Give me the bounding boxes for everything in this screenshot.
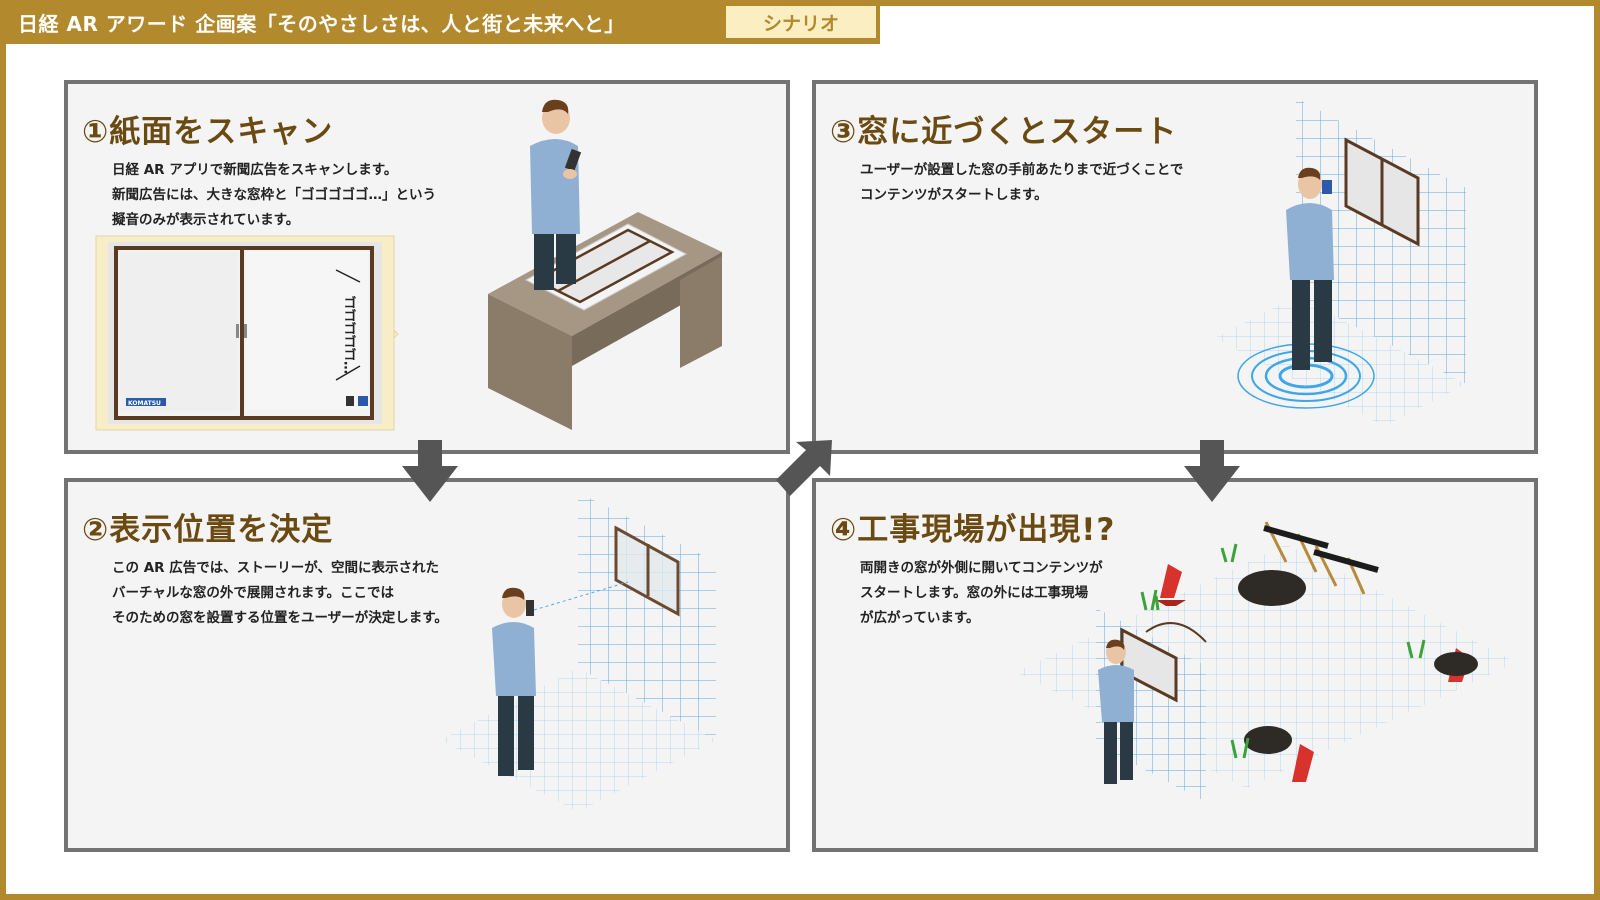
arrow-down-icon bbox=[1184, 440, 1240, 502]
panel-approach: ③窓に近づくとスタート ユーザーが設置した窓の手前あたりまで近づくことで コンテ… bbox=[812, 80, 1538, 454]
description-line: 両開きの窓が外側に開いてコンテンツが bbox=[860, 560, 1103, 576]
header-bar: 日経 AR アワード 企画案「そのやさしさは、人と街と未来へと」 シナリオ bbox=[0, 0, 880, 44]
description-line: この AR 広告では、ストーリーが、空間に表示された bbox=[112, 560, 439, 576]
panel-scan: ゴゴゴゴゴ… KOMATSU ①紙面をスキャン 日経 A bbox=[64, 80, 790, 454]
construction-illustration bbox=[1016, 521, 1516, 802]
panel-description: この AR 広告では、ストーリーが、空間に表示された バーチャルな窓の外で展開さ… bbox=[112, 556, 448, 631]
virtual-window bbox=[614, 525, 680, 617]
description-line: コンテンツがスタートします。 bbox=[860, 187, 1048, 203]
panel-description: 両開きの窓が外側に開いてコンテンツが スタートします。窓の外には工事現場 が広が… bbox=[860, 556, 1103, 631]
virtual-window bbox=[1344, 137, 1420, 247]
barricade bbox=[1263, 521, 1379, 595]
description-line: 新聞広告には、大きな窓枠と「ゴゴゴゴゴ…」という bbox=[112, 187, 436, 203]
description-line: バーチャルな窓の外で展開されます。ここでは bbox=[112, 585, 395, 601]
description-line: 擬音のみが表示されています。 bbox=[112, 212, 300, 228]
panel-title: ①紙面をスキャン bbox=[82, 114, 334, 150]
onomatopoeia-text: ゴゴゴゴゴ… bbox=[341, 295, 356, 374]
panel-construction: ④工事現場が出現!? 両開きの窓が外側に開いてコンテンツが スタートします。窓の… bbox=[812, 478, 1538, 852]
description-line: スタートします。窓の外には工事現場 bbox=[860, 585, 1089, 601]
desk-illustration bbox=[488, 212, 722, 430]
person-icon bbox=[530, 99, 582, 290]
panel-position: ②表示位置を決定 この AR 広告では、ストーリーが、空間に表示された バーチャ… bbox=[64, 478, 790, 852]
wall-grid bbox=[1296, 98, 1466, 384]
person-icon bbox=[1286, 167, 1334, 370]
arrow-up-right-icon bbox=[776, 440, 832, 496]
position-illustration bbox=[440, 492, 716, 812]
panel-description: 日経 AR アプリで新聞広告をスキャンします。 新聞広告には、大きな窓枠と「ゴゴ… bbox=[112, 158, 436, 233]
scenario-badge: シナリオ bbox=[726, 6, 876, 38]
approach-illustration bbox=[1214, 98, 1466, 426]
page-title: 日経 AR アワード 企画案「そのやさしさは、人と街と未来へと」 bbox=[18, 12, 625, 36]
wall-grid bbox=[578, 492, 716, 740]
scan-illustration: ゴゴゴゴゴ… KOMATSU bbox=[95, 99, 722, 431]
panel-title: ③窓に近づくとスタート bbox=[830, 114, 1178, 150]
dirt-pile bbox=[1238, 570, 1478, 754]
description-line: そのための窓を設置する位置をユーザーが決定します。 bbox=[112, 610, 448, 626]
panel-title: ②表示位置を決定 bbox=[82, 512, 334, 548]
description-line: ユーザーが設置した窓の手前あたりまで近づくことで bbox=[860, 162, 1184, 178]
panel-title: ④工事現場が出現!? bbox=[830, 512, 1116, 548]
person-icon bbox=[1098, 639, 1134, 784]
panel-description: ユーザーが設置した窓の手前あたりまで近づくことで コンテンツがスタートします。 bbox=[860, 158, 1183, 208]
arrow-down-icon bbox=[402, 440, 458, 502]
ad-logo: KOMATSU bbox=[128, 400, 161, 407]
floor-grid bbox=[1214, 296, 1466, 426]
grass bbox=[1140, 543, 1426, 759]
newspaper-ad: ゴゴゴゴゴ… KOMATSU bbox=[95, 235, 399, 431]
person-icon bbox=[492, 587, 536, 776]
description-line: が広がっています。 bbox=[860, 610, 980, 626]
description-line: 日経 AR アプリで新聞広告をスキャンします。 bbox=[112, 162, 398, 178]
